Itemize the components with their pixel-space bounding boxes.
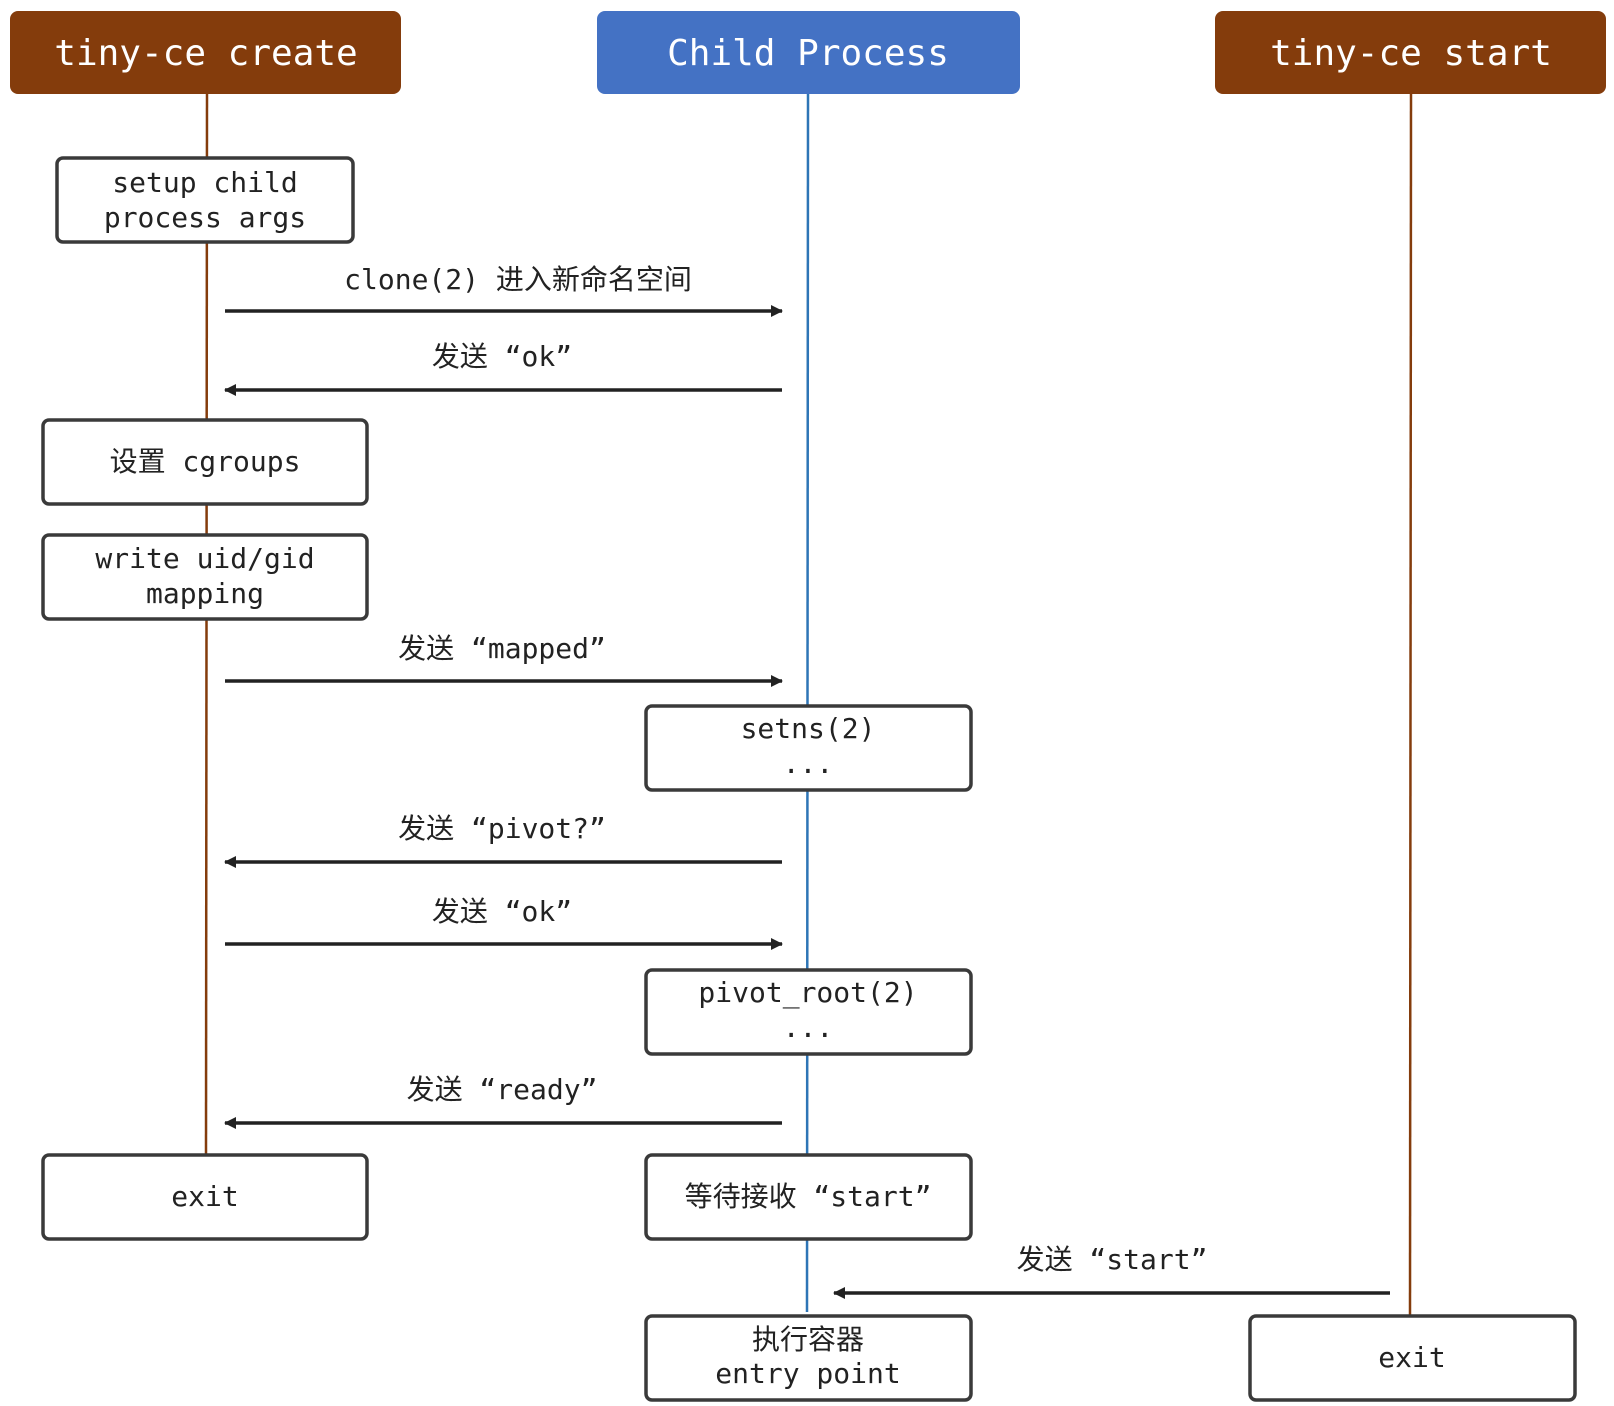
message-ready: 发送 “ready” — [224, 1073, 782, 1129]
box-setns-line1: setns(2) — [741, 712, 876, 745]
box-pivot-line1: pivot_root(2) — [698, 976, 917, 1010]
box-set-cgroups: 设置 cgroups — [41, 418, 369, 506]
box-exit-create: exit — [41, 1153, 369, 1241]
participant-child-label: Child Process — [667, 33, 949, 74]
message-clone-label: clone(2) 进入新命名空间 — [344, 263, 692, 296]
message-start: 发送 “start” — [833, 1243, 1390, 1299]
box-wait-start: 等待接收 “start” — [644, 1153, 973, 1241]
message-pivot: 发送 “pivot?” — [224, 812, 782, 868]
message-clone: clone(2) 进入新命名空间 — [225, 263, 783, 317]
box-wait-start-label: 等待接收 “start” — [685, 1180, 932, 1213]
participant-create-label: tiny-ce create — [54, 33, 357, 74]
message-ok-2: 发送 “ok” — [225, 895, 783, 950]
box-setup-child-args: setup child process args — [55, 156, 355, 244]
lifeline-start — [1408, 93, 1413, 1316]
message-mapped: 发送 “mapped” — [225, 632, 783, 687]
box-setup-line1: setup child — [112, 166, 297, 199]
box-uidgid-line2: mapping — [146, 577, 264, 610]
box-cgroups-label: 设置 cgroups — [110, 445, 301, 478]
box-entry-line2: entry point — [715, 1357, 900, 1390]
box-setns-line2: ... — [783, 747, 834, 780]
box-uid-gid-mapping: write uid/gid mapping — [41, 533, 369, 621]
box-pivot-root: pivot_root(2) ... — [644, 968, 973, 1056]
box-uidgid-line1: write uid/gid — [95, 542, 314, 575]
lifeline-child — [805, 93, 810, 1313]
message-ok-2-label: 发送 “ok” — [432, 895, 572, 928]
message-start-label: 发送 “start” — [1017, 1243, 1208, 1276]
message-mapped-label: 发送 “mapped” — [398, 632, 606, 665]
box-setup-line2: process args — [104, 201, 306, 234]
message-ready-label: 发送 “ready” — [407, 1073, 598, 1106]
box-exit-start: exit — [1248, 1314, 1577, 1402]
participant-create: tiny-ce create — [10, 11, 401, 94]
box-exit-start-label: exit — [1378, 1341, 1445, 1374]
box-setns: setns(2) ... — [644, 704, 973, 792]
participant-start: tiny-ce start — [1215, 11, 1606, 94]
box-entry-line1: 执行容器 — [752, 1323, 864, 1356]
message-ok-1: 发送 “ok” — [224, 340, 782, 396]
message-ok-1-label: 发送 “ok” — [432, 340, 572, 373]
box-exit-create-label: exit — [171, 1180, 238, 1213]
participant-start-label: tiny-ce start — [1270, 33, 1552, 74]
box-entry-point: 执行容器 entry point — [644, 1314, 973, 1402]
message-pivot-label: 发送 “pivot?” — [398, 812, 606, 845]
box-pivot-line2: ... — [783, 1011, 834, 1044]
participant-child: Child Process — [597, 11, 1020, 94]
lifeline-create — [204, 93, 209, 1156]
